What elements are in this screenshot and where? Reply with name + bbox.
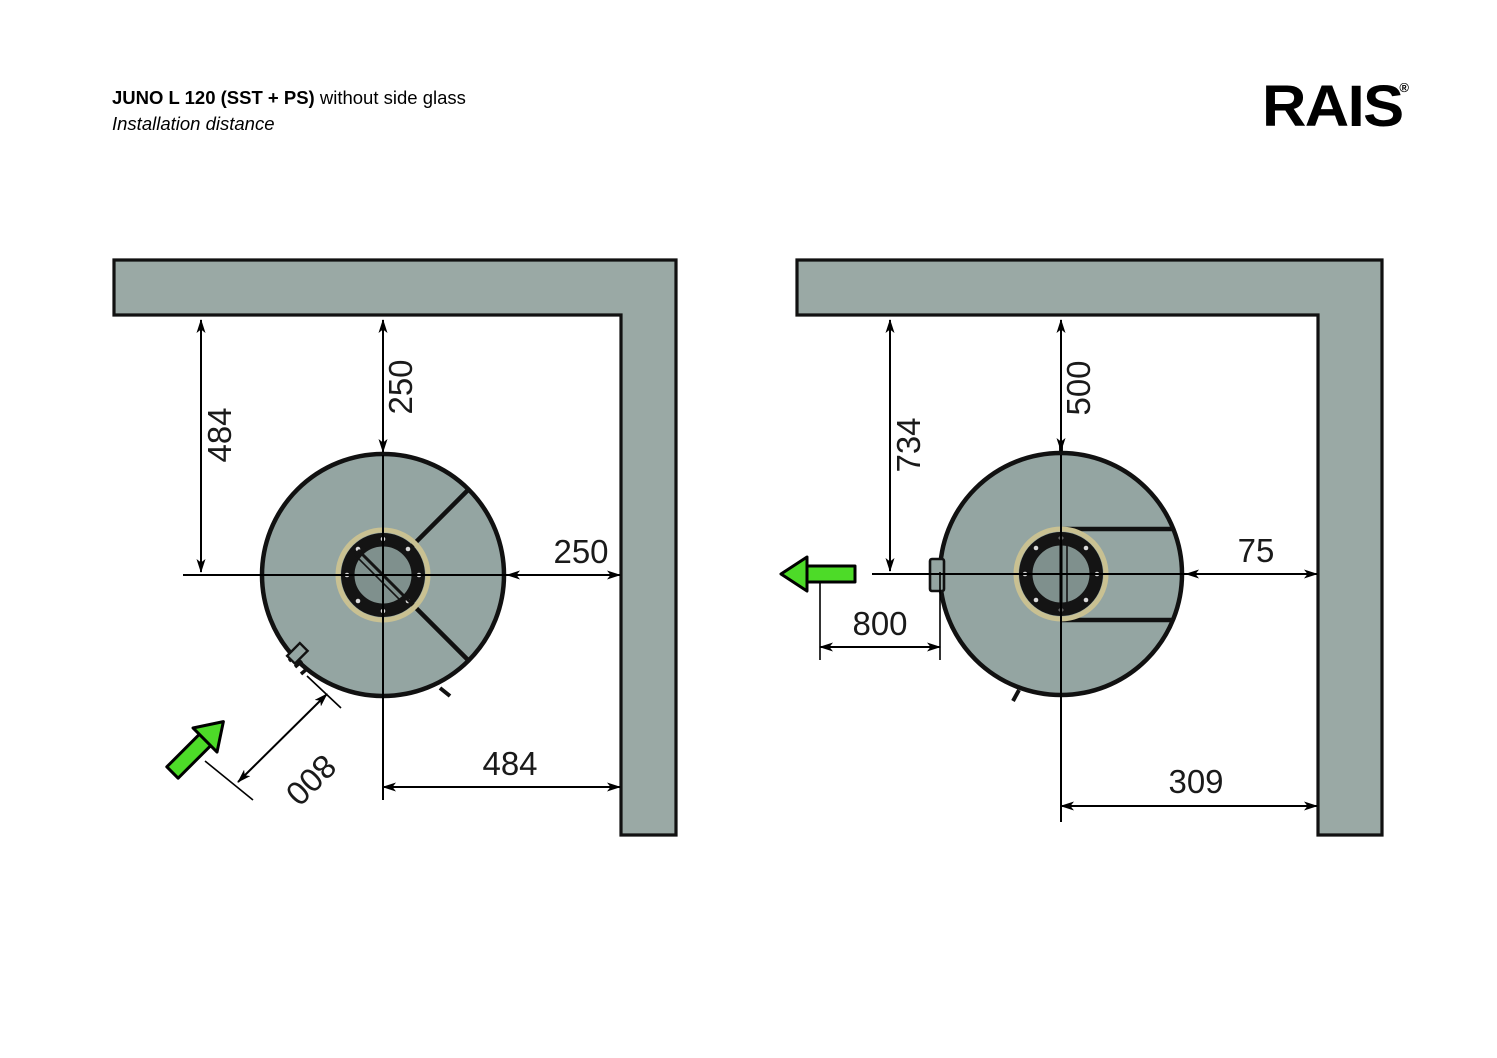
dim-734-vertical-label: 734 xyxy=(890,417,927,472)
left-diagram: 484 250 250 484 800 xyxy=(112,258,678,837)
right-wall-corner xyxy=(795,258,1384,837)
dim-800-diagonal-label: 800 xyxy=(279,748,344,813)
registered-trademark-icon: ® xyxy=(1399,80,1409,95)
dim-800-diagonal: 800 xyxy=(204,675,344,813)
model-variant: without side glass xyxy=(314,87,466,108)
dim-75-horizontal-label: 75 xyxy=(1238,532,1275,569)
dim-484-horizontal-label: 484 xyxy=(482,745,537,782)
dim-75-horizontal: 75 xyxy=(1185,532,1318,579)
dim-309-horizontal-label: 309 xyxy=(1168,763,1223,800)
dim-484-horizontal: 484 xyxy=(382,745,621,792)
dim-800-horizontal-label: 800 xyxy=(852,605,907,642)
dim-500-vertical-label: 500 xyxy=(1060,360,1097,415)
dim-484-vertical: 484 xyxy=(196,319,238,573)
model-title-line: JUNO L 120 (SST + PS) without side glass xyxy=(112,86,466,110)
right-centre-lines xyxy=(872,455,1245,822)
page-title: JUNO L 120 (SST + PS) without side glass… xyxy=(112,86,466,137)
left-wall-corner xyxy=(112,258,678,837)
rais-logo-text: RAIS xyxy=(1261,74,1404,139)
left-centre-lines xyxy=(183,455,560,800)
dim-309-horizontal: 309 xyxy=(1060,763,1318,811)
dim-250-vertical: 250 xyxy=(378,319,419,453)
dim-800-horizontal: 800 xyxy=(819,572,941,660)
model-name: JUNO L 120 (SST + PS) xyxy=(112,87,315,108)
dim-250-vertical-label: 250 xyxy=(382,359,419,414)
right-diagram: 734 500 75 800 309 xyxy=(779,258,1384,837)
rais-logo: RAIS ® xyxy=(1262,78,1409,136)
dim-734-vertical: 734 xyxy=(885,319,927,572)
dim-484-vertical-label: 484 xyxy=(201,407,238,462)
dim-250-horizontal-label: 250 xyxy=(553,533,608,570)
page-subtitle: Installation distance xyxy=(112,113,275,135)
right-direction-arrow xyxy=(779,555,857,593)
dim-250-horizontal: 250 xyxy=(506,533,621,580)
right-stove xyxy=(928,441,1185,702)
left-direction-arrow xyxy=(165,720,225,780)
dim-500-vertical: 500 xyxy=(1056,319,1097,452)
